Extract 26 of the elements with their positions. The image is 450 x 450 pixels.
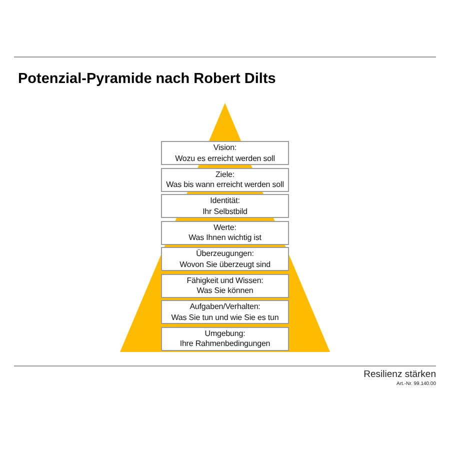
level-description: Was Sie tun und wie Sie es tun [171,312,279,323]
level-description: Wovon Sie überzeugt sind [180,260,270,270]
level-heading: Aufgaben/Verhalten: [190,302,260,312]
level-heading: Ziele: [216,170,234,180]
footer-text: Resilienz stärken [364,369,436,380]
level-heading: Fähigkeit und Wissen: [186,276,264,286]
level-box [161,274,289,298]
level-box [161,300,289,324]
level-box [161,141,289,165]
level-box [161,247,289,271]
level-description: Was Sie können [196,286,254,296]
level-description: Wozu es erreicht werden soll [175,154,275,164]
level-box [161,220,289,244]
level-heading: Werte: [214,222,236,233]
level-heading: Identität: [210,196,240,206]
level-box [161,168,289,192]
level-description: Ihre Rahmenbedingungen [180,339,270,350]
level-description: Was Ihnen wichtig ist [188,233,262,244]
level-box [161,194,289,218]
title: Potenzial-Pyramide nach Robert Dilts [18,71,276,87]
level-description: Ihr Selbstbild [202,206,248,217]
level-heading: Umgebung: [204,328,246,339]
level-box [161,326,289,350]
level-description: Was bis wann erreicht werden soll [166,180,284,190]
level-heading: Vision: [213,143,237,154]
level-heading: Überzeugungen: [196,249,254,260]
